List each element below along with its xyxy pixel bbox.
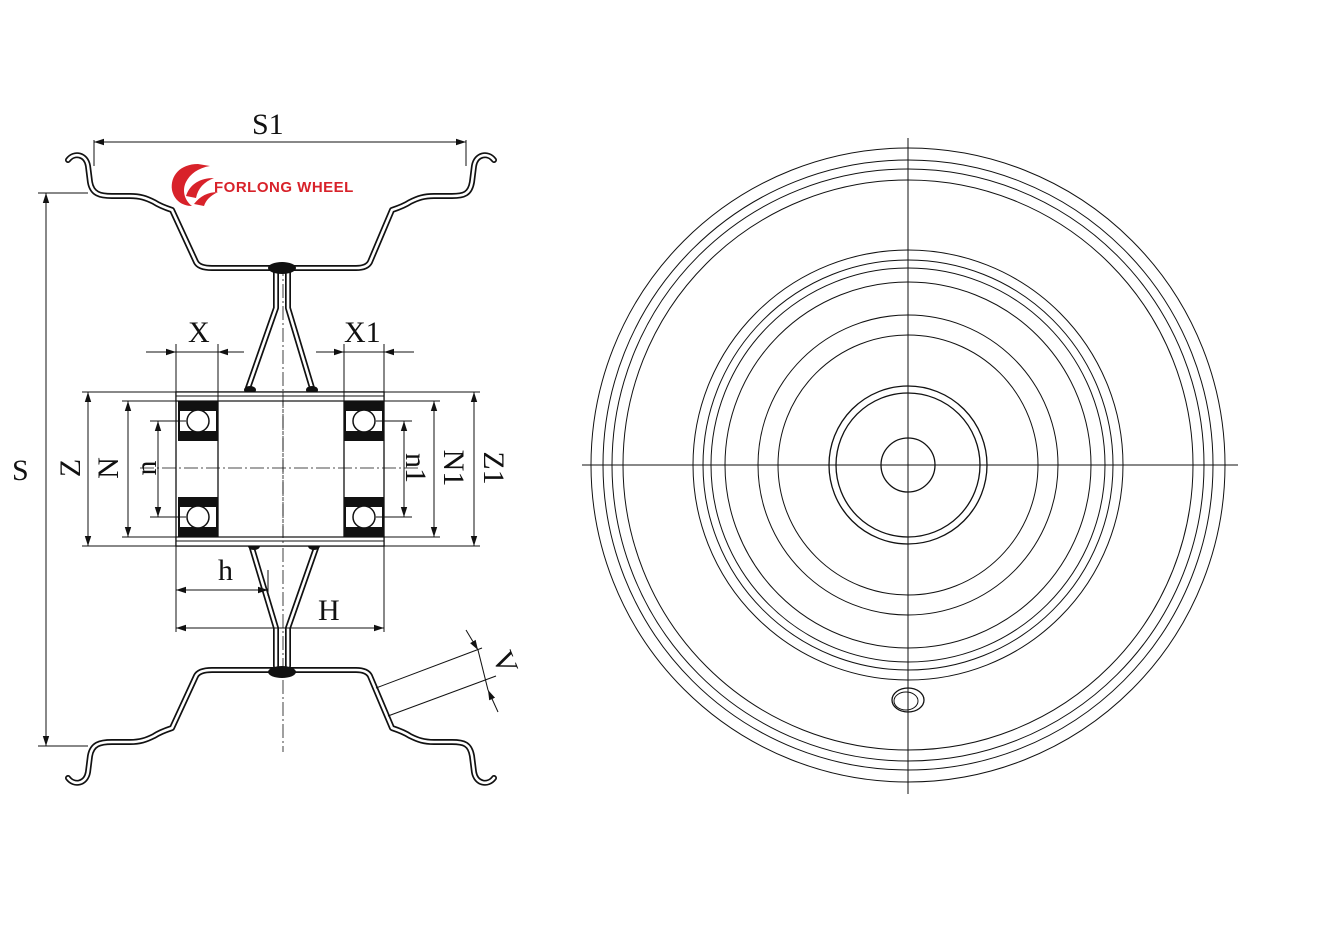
- bearing-top-left: [178, 401, 218, 441]
- label-n-large: N: [92, 457, 125, 479]
- forlong-wheel-logo: FORLONG WHEEL: [171, 164, 354, 206]
- dimension-h-large: H: [176, 546, 385, 632]
- front-hub-outer: [828, 385, 988, 545]
- dimension-s1: S1: [93, 108, 467, 166]
- dimension-n-large: N: [92, 400, 178, 538]
- label-x: X: [188, 316, 210, 349]
- brand-mark-icon: [171, 164, 218, 206]
- side-section-view: FORLONG WHEEL S1 S X: [12, 108, 525, 786]
- label-n1-small: n1: [399, 453, 432, 483]
- label-h-large: H: [318, 594, 340, 627]
- brand-name: FORLONG WHEEL: [214, 179, 354, 196]
- valve-hole: [891, 687, 925, 713]
- label-x1: X1: [344, 316, 381, 349]
- bearing-top-right: [344, 401, 384, 441]
- label-h-small: h: [218, 554, 233, 587]
- label-s: S: [12, 454, 29, 487]
- label-n-small: n: [130, 461, 163, 476]
- wheel-disc: [244, 262, 320, 678]
- dimension-h-small: h: [175, 546, 269, 632]
- dimension-s: S: [12, 192, 88, 747]
- dimension-n1-small: n1: [376, 420, 432, 518]
- front-center-bore: [880, 437, 936, 493]
- label-z: Z: [54, 459, 87, 477]
- bearing-bottom-right: [344, 497, 384, 537]
- dimension-z: Z: [54, 391, 176, 547]
- weld-bottom: [268, 666, 296, 678]
- dimension-n1-large: N1: [384, 400, 470, 538]
- label-v: V: [486, 646, 525, 679]
- dimension-x: X: [146, 316, 244, 401]
- label-n1-large: N1: [437, 450, 470, 487]
- front-view: [582, 138, 1238, 794]
- dimension-n-small: n: [130, 420, 186, 518]
- label-s1: S1: [252, 108, 284, 141]
- weld-top: [268, 262, 296, 274]
- upper-rim-profile: [65, 152, 497, 271]
- hub-section: [175, 391, 385, 547]
- dimension-v: V: [375, 629, 525, 717]
- lower-rim-profile: [65, 667, 497, 786]
- dimension-x1: X1: [316, 316, 414, 401]
- dimension-z1: Z1: [384, 391, 510, 547]
- label-z1: Z1: [477, 451, 510, 484]
